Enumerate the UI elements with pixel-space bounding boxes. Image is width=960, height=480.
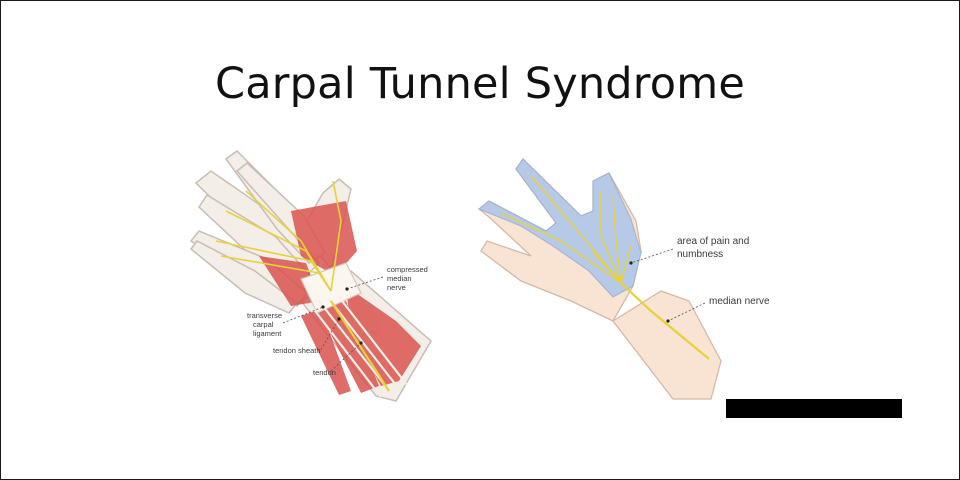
leader-area-of-pain bbox=[630, 248, 674, 264]
leader-transverse-ligament bbox=[282, 306, 324, 324]
page-title: Carpal Tunnel Syndrome bbox=[215, 59, 745, 109]
leader-tendon-sheath bbox=[318, 318, 340, 354]
left-muscles bbox=[259, 201, 421, 395]
right-median-nerve bbox=[500, 175, 710, 360]
label-transverse-carpal-ligament: transverse carpal ligament bbox=[247, 311, 284, 338]
left-hand-anatomy-diagram: compressed median nerve transverse carpa… bbox=[189, 150, 432, 402]
label-median-nerve: median nerve bbox=[709, 296, 770, 307]
left-median-nerve bbox=[215, 180, 390, 392]
leader-median-nerve bbox=[667, 302, 706, 322]
label-compressed-median-nerve: compressed median nerve bbox=[387, 265, 430, 292]
label-tendon-sheath: tendon sheath bbox=[273, 346, 321, 355]
label-area-of-pain: area of pain and numbness bbox=[677, 236, 752, 260]
right-hand-numbness-diagram: area of pain and numbness median nerve bbox=[477, 157, 770, 400]
leader-tendon bbox=[330, 342, 362, 372]
label-tendon: tendon bbox=[313, 368, 336, 377]
redaction-bar bbox=[726, 399, 902, 418]
